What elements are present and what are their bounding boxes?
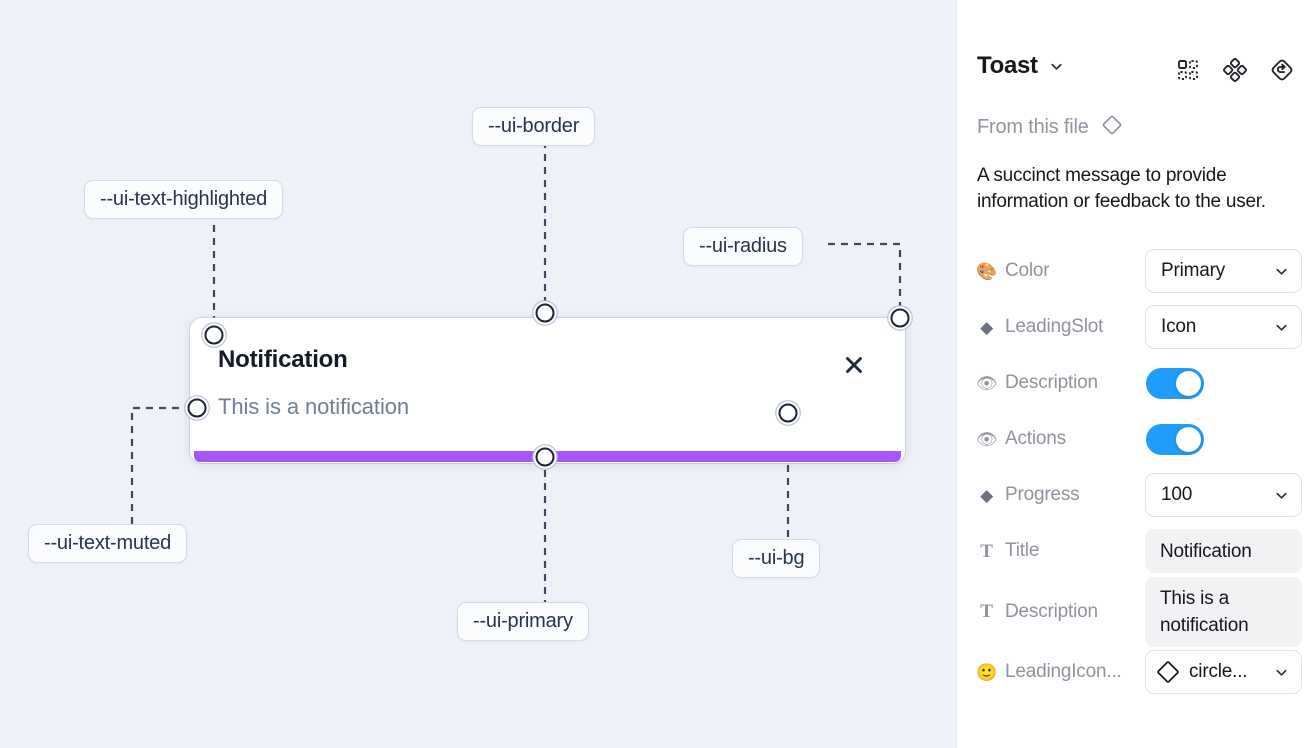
property-row-leading-slot[interactable]: ◆ LeadingSlot Icon	[957, 299, 1312, 355]
close-x-icon[interactable]	[841, 352, 867, 378]
property-list: 🎨 Color Primary ◆ LeadingSlot Icon	[957, 243, 1312, 700]
property-row-description-visibility[interactable]: 👁 Description	[957, 355, 1312, 411]
variants-diamond-icon[interactable]	[1222, 57, 1248, 83]
property-label-color: 🎨 Color	[977, 260, 1050, 281]
palette-emoji-icon: 🎨	[977, 261, 997, 281]
description-input[interactable]: This is a notification	[1145, 576, 1302, 647]
diamond-outline-icon	[1155, 659, 1181, 685]
property-label-description: 👁 Description	[977, 372, 1098, 393]
title-input[interactable]: Notification	[1145, 529, 1302, 573]
property-row-description-text[interactable]: T Description This is a notification	[957, 576, 1312, 647]
annotation-ui-text-highlighted[interactable]: --ui-text-highlighted	[84, 180, 283, 219]
panel-header-actions	[1175, 57, 1295, 83]
annotation-ui-primary[interactable]: --ui-primary	[457, 602, 589, 641]
diamond-icon	[1100, 113, 1124, 142]
wire-ui-radius	[828, 242, 902, 318]
property-label-actions: 👁 Actions	[977, 428, 1066, 449]
diamond-filled-icon: ◆	[980, 317, 993, 337]
property-row-progress[interactable]: ◆ Progress 100	[957, 467, 1312, 523]
chevron-down-icon	[1274, 264, 1289, 279]
eye-emoji-icon: 👁	[977, 373, 998, 393]
handle-ui-text-muted[interactable]	[187, 398, 207, 418]
text-t-icon: T	[980, 601, 993, 622]
chevron-down-icon[interactable]	[1049, 59, 1064, 74]
property-label-leading-icon: 🙂 LeadingIcon...	[977, 661, 1122, 682]
chevron-down-icon	[1274, 665, 1289, 680]
property-row-leading-icon[interactable]: 🙂 LeadingIcon... circle...	[957, 644, 1312, 700]
page-title: Toast	[977, 52, 1038, 79]
property-row-color[interactable]: 🎨 Color Primary	[957, 243, 1312, 299]
toast-component-preview[interactable]: Notification This is a notification	[190, 318, 905, 463]
component-grid-icon[interactable]	[1175, 57, 1201, 83]
component-description: A succinct message to provide informatio…	[977, 165, 1266, 212]
from-this-file-label: From this file	[977, 116, 1089, 138]
wire-ui-text-muted	[130, 406, 197, 524]
toggle-knob	[1176, 370, 1201, 396]
chevron-down-icon	[1274, 488, 1289, 503]
panel-title-group[interactable]: Toast	[977, 52, 1064, 80]
chevron-down-icon	[1274, 320, 1289, 335]
handle-ui-text-highlighted[interactable]	[204, 325, 224, 345]
annotation-ui-bg[interactable]: --ui-bg	[732, 539, 821, 578]
handle-ui-bg[interactable]	[778, 403, 798, 423]
reset-rotate-icon[interactable]	[1269, 57, 1295, 83]
color-select[interactable]: Primary	[1145, 249, 1302, 293]
eye-emoji-icon: 👁	[977, 429, 998, 449]
annotation-ui-text-muted[interactable]: --ui-text-muted	[28, 524, 188, 563]
toast-description: This is a notification	[218, 394, 409, 419]
leading-slot-select[interactable]: Icon	[1145, 305, 1302, 349]
toast-title: Notification	[218, 346, 348, 373]
design-canvas[interactable]: Notification This is a notification --ui…	[0, 0, 956, 748]
smiley-emoji-icon: 🙂	[977, 662, 997, 682]
property-row-title[interactable]: T Title Notification	[957, 523, 1312, 579]
handle-ui-border[interactable]	[535, 303, 555, 323]
leading-icon-select[interactable]: circle...	[1145, 650, 1302, 694]
handle-ui-radius[interactable]	[890, 308, 910, 328]
property-label-title: T Title	[977, 540, 1145, 562]
toggle-knob	[1176, 426, 1201, 452]
property-label-progress: ◆ Progress	[977, 484, 1145, 506]
progress-select[interactable]: 100	[1145, 473, 1302, 517]
description-toggle[interactable]	[1146, 367, 1204, 399]
annotation-ui-radius[interactable]: --ui-radius	[683, 227, 803, 266]
actions-toggle[interactable]	[1146, 423, 1204, 455]
text-t-icon: T	[980, 540, 993, 562]
from-this-file-row[interactable]: From this file	[977, 113, 1124, 142]
handle-ui-primary[interactable]	[535, 447, 555, 467]
annotation-ui-border[interactable]: --ui-border	[472, 107, 596, 146]
property-label-leading-slot: ◆ LeadingSlot	[977, 316, 1145, 338]
diamond-filled-icon: ◆	[980, 485, 993, 505]
property-label-description-text: T Description	[977, 601, 1145, 623]
properties-panel: Toast	[956, 0, 1312, 748]
property-row-actions-visibility[interactable]: 👁 Actions	[957, 411, 1312, 467]
